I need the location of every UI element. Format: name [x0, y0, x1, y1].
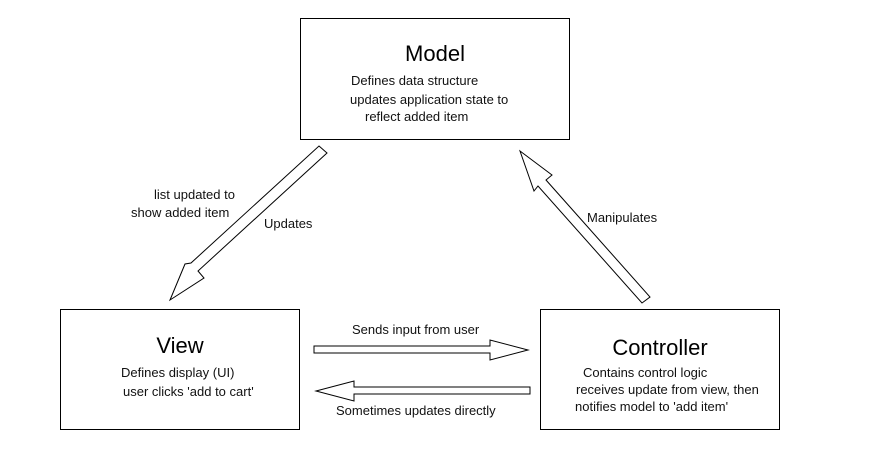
model-line-2: updates application state to: [350, 92, 509, 107]
label-sometimes-updates: Sometimes updates directly: [336, 403, 496, 418]
controller-title: Controller: [612, 335, 708, 360]
model-line-3: reflect added item: [365, 109, 469, 124]
view-line-2: user clicks 'add to cart': [123, 384, 254, 399]
view-box: View Defines display (UI) user clicks 'a…: [60, 309, 300, 430]
arrow-controller-to-view: [314, 380, 531, 402]
arrow-view-to-controller: [313, 339, 530, 361]
view-line-1: Defines display (UI): [121, 365, 235, 380]
controller-line-2: receives update from view, then: [576, 382, 759, 397]
note-model-to-view-line-1: list updated to: [154, 187, 235, 202]
model-box: Model Defines data structure updates app…: [300, 18, 570, 140]
note-model-to-view-line-2: show added item: [131, 205, 230, 220]
label-sends-input: Sends input from user: [352, 322, 480, 337]
view-title: View: [156, 333, 204, 358]
controller-line-3: notifies model to 'add item': [575, 399, 729, 414]
model-line-1: Defines data structure: [351, 73, 479, 88]
label-manipulates: Manipulates: [587, 210, 658, 225]
controller-box: Controller Contains control logic receiv…: [540, 309, 780, 430]
arrow-controller-to-model: [518, 149, 651, 304]
model-title: Model: [405, 41, 465, 66]
label-updates: Updates: [264, 216, 313, 231]
arrow-model-to-view: [168, 145, 328, 302]
controller-line-1: Contains control logic: [583, 365, 708, 380]
